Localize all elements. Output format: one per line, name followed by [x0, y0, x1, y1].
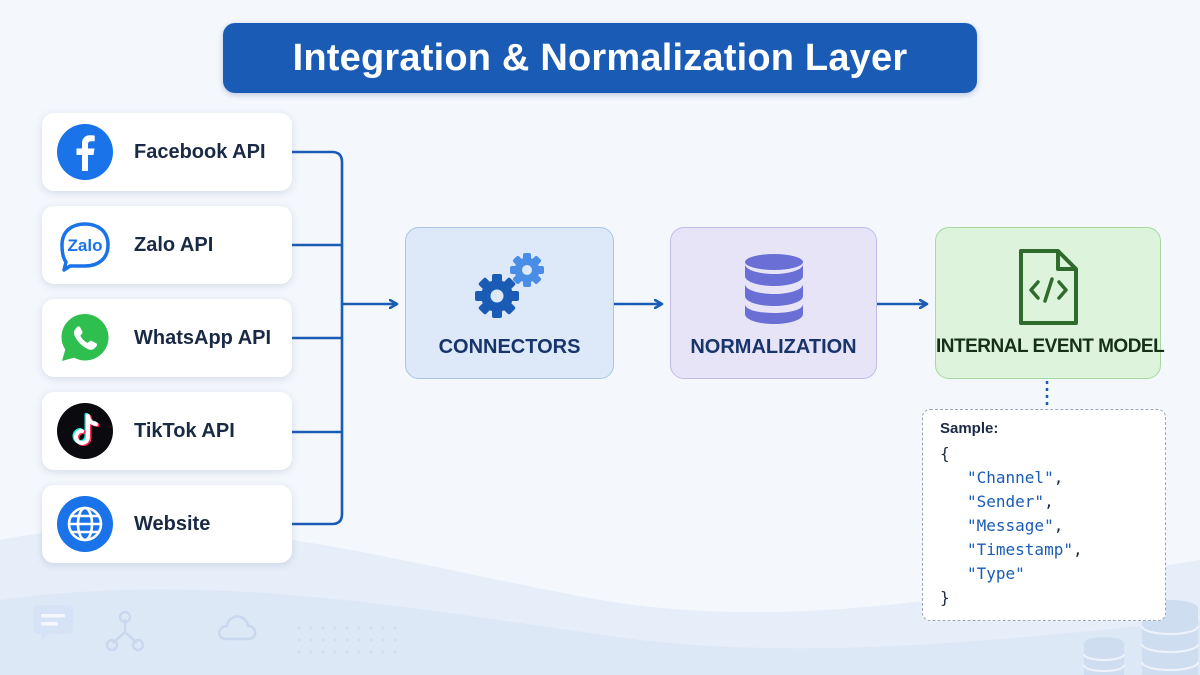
stage-label-normalization: NORMALIZATION [690, 336, 857, 358]
sample-title: Sample: [940, 420, 999, 437]
source-card-website: Website [42, 485, 292, 563]
stage-normalization: NORMALIZATION [670, 227, 877, 379]
source-card-whatsapp: WhatsApp API [42, 299, 292, 377]
source-label-facebook: Facebook API [134, 141, 266, 163]
zalo-icon-text: Zalo [68, 236, 103, 255]
gears-icon [474, 253, 544, 318]
source-card-facebook: Facebook API [42, 113, 292, 191]
stage-connectors: CONNECTORS [405, 227, 614, 379]
code-field: "Channel", [967, 468, 1064, 487]
code-close-brace: } [940, 588, 950, 607]
page-title: Integration & Normalization Layer [223, 23, 977, 93]
cloud-icon [218, 615, 257, 641]
facebook-icon [57, 124, 113, 180]
globe-icon [57, 496, 113, 552]
code-field: "Message", [967, 516, 1064, 535]
source-label-website: Website [134, 513, 211, 535]
network-icon [105, 610, 145, 652]
source-label-zalo: Zalo API [134, 234, 214, 256]
code-field: "Sender", [967, 492, 1054, 511]
chat-icon [33, 605, 73, 641]
source-label-whatsapp: WhatsApp API [134, 327, 272, 349]
stage-internal-event-model: INTERNAL EVENT MODEL [935, 227, 1165, 379]
code-field: "Type" [967, 564, 1025, 583]
tiktok-icon [57, 403, 113, 459]
stage-label-connectors: CONNECTORS [438, 336, 581, 358]
source-card-tiktok: TikTok API [42, 392, 292, 470]
database-decoration-icon [1083, 600, 1199, 675]
code-open-brace: { [940, 444, 950, 463]
zalo-icon: Zalo [60, 222, 110, 272]
whatsapp-icon [61, 314, 109, 361]
dot-grid-decoration [297, 626, 397, 654]
sample-box: Sample: { "Channel", "Sender", "Message"… [922, 409, 1166, 621]
source-label-tiktok: TikTok API [134, 420, 235, 442]
stage-label-internal-event-model: INTERNAL EVENT MODEL [936, 336, 1165, 357]
code-file-icon [1019, 249, 1078, 325]
source-card-zalo: Zalo Zalo API [42, 206, 292, 284]
database-icon [744, 254, 803, 324]
code-field: "Timestamp", [967, 540, 1083, 559]
